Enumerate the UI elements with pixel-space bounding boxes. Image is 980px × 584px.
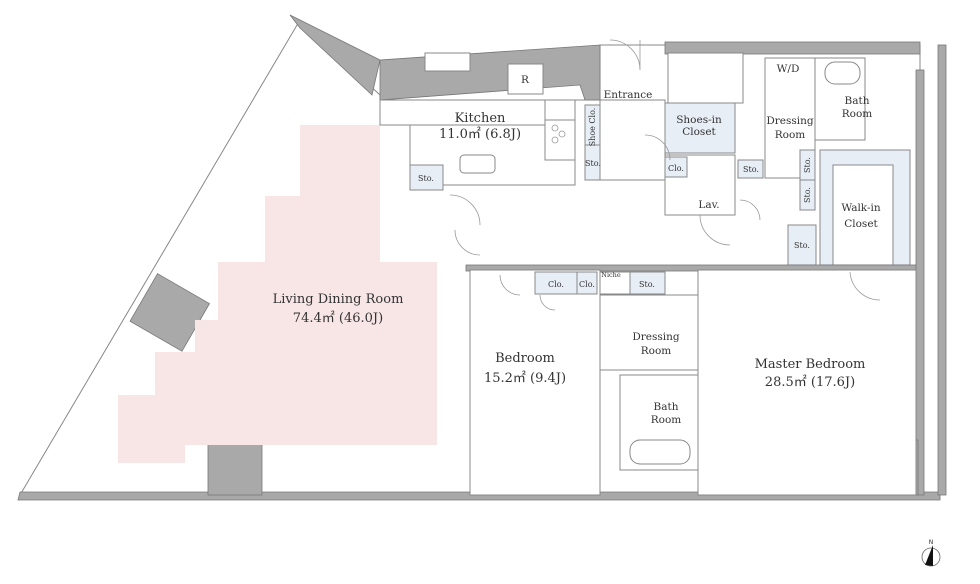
living-dining-highlight: [118, 125, 437, 463]
lav-label: Lav.: [698, 199, 719, 211]
refrigerator: [507, 63, 544, 95]
storage-label: Sto.: [794, 241, 810, 250]
storage-label: Sto.: [803, 157, 812, 173]
bath-room-label: Room: [651, 414, 682, 426]
walk-in-closet-label: Closet: [844, 218, 878, 230]
walk-in-closet-label: Walk-in: [841, 202, 881, 214]
storage-label: Sto.: [743, 165, 759, 174]
dressing-room-label: Dressing: [766, 115, 814, 127]
dressing-room-label: Room: [641, 345, 672, 357]
storage-label: Sto.: [585, 159, 601, 168]
niche-label: Niche: [601, 271, 621, 279]
living-area: 74.4㎡ (46.0J): [293, 311, 383, 326]
kitchen-name: Kitchen: [455, 111, 506, 126]
bath-room-label: Bath: [845, 95, 870, 107]
bath-room-label: Room: [842, 108, 873, 120]
kitchen-counter: [424, 52, 471, 72]
north-compass-icon: N: [921, 539, 941, 567]
closet-label: Clo.: [579, 280, 595, 289]
dressing-room-label: Dressing: [632, 331, 680, 343]
dressing-room-2: [599, 294, 699, 371]
kitchen-area: 11.0㎡ (6.8J): [439, 127, 521, 142]
kitchen: [379, 52, 576, 191]
shoes-in-closet-label: Shoes-in: [676, 114, 722, 126]
storage-label: Sto.: [418, 174, 434, 183]
kitchen-storage: [409, 164, 444, 191]
closet-label: Clo.: [668, 164, 684, 173]
compass-label: N: [929, 539, 934, 546]
kitchen-island: [459, 154, 496, 174]
shoes-in-closet-label: Closet: [682, 126, 716, 138]
storage-label: Sto.: [803, 187, 812, 203]
room-labels: Living Dining Room 74.4㎡ (46.0J) Kitchen…: [273, 63, 881, 426]
master-area: 28.5㎡ (17.6J): [765, 375, 855, 390]
bedroom-name: Bedroom: [495, 351, 555, 366]
storage-label: Sto.: [639, 280, 655, 289]
dressing-room-label: Room: [775, 129, 806, 141]
master-name: Master Bedroom: [755, 357, 866, 372]
bedrooms: [465, 264, 917, 496]
bedroom: [469, 269, 601, 496]
refrigerator-label: R: [521, 74, 530, 86]
entrance-label: Entrance: [604, 89, 653, 101]
washer-dryer-label: W/D: [777, 63, 800, 75]
bedroom-area: 15.2㎡ (9.4J): [484, 371, 566, 386]
closet-label: Clo.: [548, 280, 564, 289]
shoes-in-closet: [664, 102, 736, 154]
door-swings: [449, 39, 881, 311]
master-bedroom: [697, 269, 917, 496]
shoe-closet-label: Shoe Clo.: [588, 108, 597, 147]
living-name: Living Dining Room: [273, 292, 404, 307]
entrance-area: [584, 52, 911, 266]
bath-room-label: Bath: [654, 401, 679, 413]
